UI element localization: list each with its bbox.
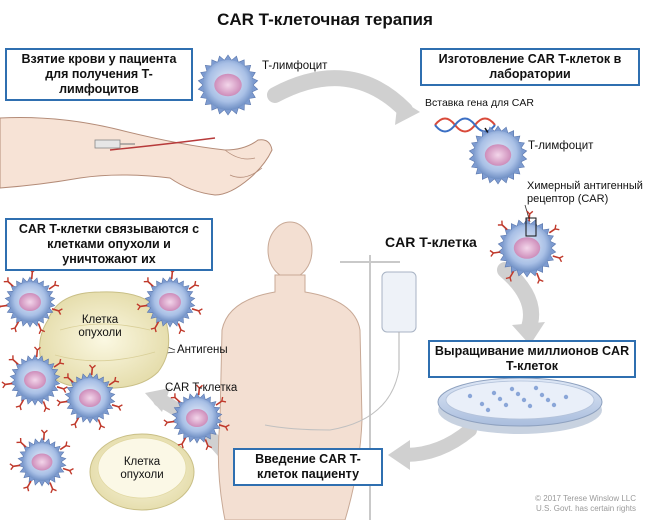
car-t-cell-7 xyxy=(56,364,123,431)
label-antigens: Антигены xyxy=(177,344,228,356)
step-lab-manufacturing: Изготовление CAR T-клеток в лаборатории xyxy=(420,48,640,86)
label-tumor-cell-2: Клетка опухоли xyxy=(120,456,164,481)
arm-illustration xyxy=(0,117,273,196)
arrow-top xyxy=(267,70,413,118)
lymphocyte-1 xyxy=(197,54,259,116)
label-tumor-cell-1: Клетка опухоли xyxy=(78,314,122,339)
car-t-cell-9 xyxy=(9,429,74,494)
label-gene-insert: Вставка гена для CAR xyxy=(425,97,534,109)
credit-line-2: U.S. Govt. has certain rights xyxy=(535,504,636,513)
arrow-bottom-head xyxy=(388,440,410,470)
car-t-cell-5 xyxy=(136,268,203,335)
arrow-left-head xyxy=(145,388,170,412)
credit-line-1: © 2017 Terese Winslow LLC xyxy=(535,494,636,503)
label-t-lymphocyte: T-лимфоцит xyxy=(262,60,328,72)
tumor-cell-small xyxy=(89,433,195,511)
iv-bag xyxy=(264,255,417,520)
arrow-right-head xyxy=(512,322,545,345)
step-blood-draw: Взятие крови у пациента для получения T-… xyxy=(5,48,193,101)
label-t-lymphocyte-2: T-лимфоцит xyxy=(528,140,594,152)
lymphocyte-modified-2 xyxy=(468,125,528,185)
page-title: CAR T-клеточная терапия xyxy=(217,10,433,29)
step-binding: CAR T-клетки связываются с клетками опух… xyxy=(5,218,213,271)
car-t-cell-8 xyxy=(163,384,230,451)
credit: © 2017 Terese Winslow LLC U.S. Govt. has… xyxy=(535,494,636,514)
receptor-highlight-box xyxy=(525,217,537,237)
car-t-cell-6 xyxy=(1,346,68,413)
arrow-right xyxy=(497,262,540,338)
step-grow: Выращивание миллионов CAR T-клеток xyxy=(428,340,636,378)
label-car-t-cell-2: CAR T-клетка xyxy=(165,382,238,394)
petri-dish xyxy=(437,377,603,434)
label-car-receptor: Химерный антигенный рецептор (CAR) xyxy=(527,180,643,205)
step-infusion: Введение CAR T-клеток пациенту xyxy=(233,448,383,486)
arrow-bottom xyxy=(398,423,477,462)
label-car-t-cell: CAR T-клетка xyxy=(385,234,477,250)
arrow-top-head xyxy=(395,98,420,125)
car-t-cell-3 xyxy=(489,210,564,284)
